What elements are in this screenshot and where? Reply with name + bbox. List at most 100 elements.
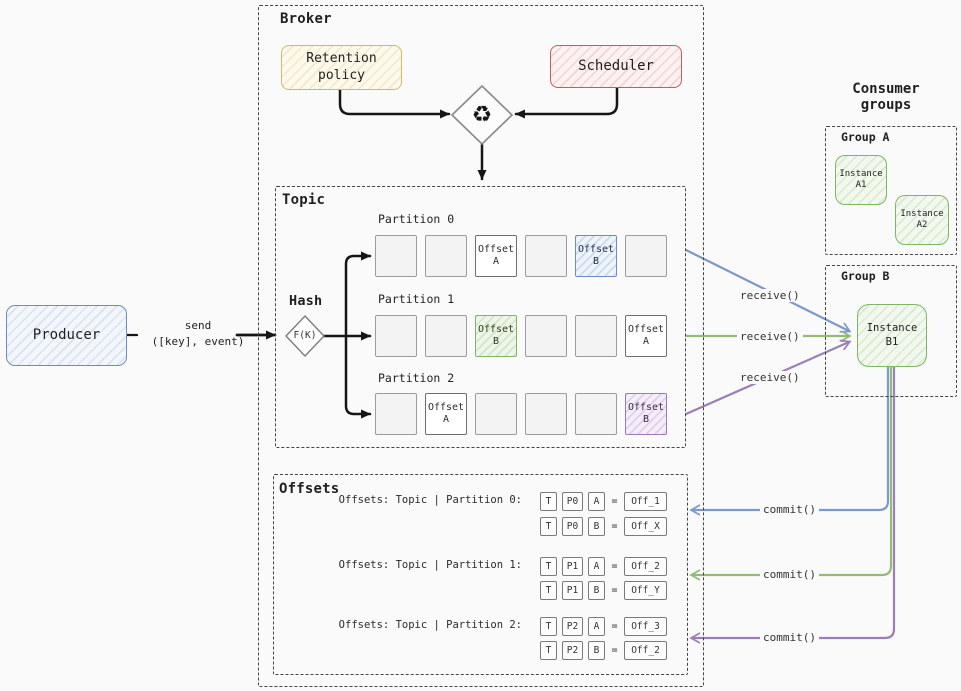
offset-b-marker-cell: Offset B [475,315,517,357]
offset-entry-row: T P2 B = Off_2 [540,640,667,660]
offset-consumer-cell: A [588,556,605,576]
dispatcher-diamond [450,84,514,146]
group-a-label: Group A [841,130,890,144]
message-cell [575,315,617,357]
recycle-icon: ♻ [471,102,493,128]
offsets-row-label-p0: Offsets: Topic | Partition 0: [338,494,522,506]
offset-value-cell: Off_2 [624,556,667,576]
message-cell [625,235,667,277]
retention-policy-label: Retention policy [306,51,377,83]
instance-a1-label: Instance A1 [839,168,883,190]
equals-sign: = [611,620,618,632]
instance-b1-label: Instance B1 [866,322,918,348]
offset-entry-row: T P1 B = Off_Y [540,580,667,600]
retention-to-dispatcher-arrow [338,85,451,119]
instance-a1-node: Instance A1 [835,155,887,205]
instance-b1-node: Instance B1 [857,304,927,367]
offset-topic-cell: T [540,616,557,636]
equals-sign: = [611,584,618,596]
message-cell [475,393,517,435]
equals-sign: = [611,520,618,532]
offset-partition-cell: P1 [562,580,583,600]
offset-b-marker-cell: Offset B [625,393,667,435]
offset-value-cell: Off_X [624,516,667,536]
offset-topic-cell: T [540,580,557,600]
hash-fn-diamond [285,314,325,358]
offsets-container [273,474,688,675]
hash-to-partition2-arrow [344,334,372,419]
message-cell [525,315,567,357]
message-cell [375,235,417,277]
receive-label-p0: receive() [737,289,803,302]
partition-1-row: Offset B Offset A [375,315,667,357]
offsets-row-label-p2: Offsets: Topic | Partition 2: [338,619,522,631]
partition-0-label: Partition 0 [378,212,455,226]
group-b-label: Group B [841,269,890,283]
commit-label-p0: commit() [760,503,819,516]
message-cell [375,315,417,357]
commit-edge-partition2 [689,364,896,644]
broker-container [258,5,704,687]
message-cell [575,393,617,435]
receive-label-p2: receive() [737,371,803,384]
commit-edge-partition0 [689,364,890,516]
offset-entry-row: T P0 B = Off_X [540,516,667,536]
offset-b-marker-cell: Offset B [575,235,617,277]
hash-title: Hash [289,293,323,309]
group-a-container [825,126,957,255]
offset-consumer-cell: B [588,580,605,600]
message-cell [425,315,467,357]
offsets-title: Offsets [279,481,340,497]
message-cell [525,393,567,435]
partition-1-label: Partition 1 [378,292,455,306]
hash-fn-label: F(K) [293,330,317,341]
offset-entry-row: T P2 A = Off_3 [540,616,667,636]
producer-node: Producer [6,305,127,366]
equals-sign: = [611,560,618,572]
receive-label-p1: receive() [737,330,803,343]
offset-topic-cell: T [540,556,557,576]
offset-consumer-cell: B [588,516,605,536]
offset-value-cell: Off_3 [624,616,667,636]
offset-consumer-cell: B [588,640,605,660]
message-cell [425,235,467,277]
send-call-line1: send [184,319,212,332]
offset-entry-row: T P0 A = Off_1 [540,491,667,511]
offset-a-marker-cell: Offset A [425,393,467,435]
offsets-row-label-p1: Offsets: Topic | Partition 1: [338,559,522,571]
group-b-container [825,265,957,397]
partition-2-label: Partition 2 [378,371,455,385]
equals-sign: = [611,495,618,507]
producer-label: Producer [32,326,101,343]
consumer-groups-title: Consumer groups [852,81,920,113]
message-cell [525,235,567,277]
partition-0-row: Offset A Offset B [375,235,667,277]
commit-edge-partition1 [689,364,893,581]
commit-label-p2: commit() [760,631,819,644]
offset-a-marker-cell: Offset A [625,315,667,357]
instance-a2-node: Instance A2 [895,195,949,245]
offset-partition-cell: P0 [562,516,583,536]
broker-title: Broker [280,11,332,27]
retention-policy-node: Retention policy [281,45,402,90]
offset-partition-cell: P1 [562,556,583,576]
scheduler-label: Scheduler [578,57,654,74]
send-call-label: send ([key], event) [138,318,258,350]
offset-partition-cell: P0 [562,491,583,511]
offset-partition-cell: P2 [562,640,583,660]
scheduler-to-dispatcher-arrow [514,84,619,119]
offset-a-marker-cell: Offset A [475,235,517,277]
commit-label-p1: commit() [760,568,819,581]
offset-value-cell: Off_2 [624,640,667,660]
topic-title: Topic [282,192,326,208]
offset-entry-row: T P1 A = Off_2 [540,556,667,576]
equals-sign: = [611,644,618,656]
offset-topic-cell: T [540,640,557,660]
offset-topic-cell: T [540,491,557,511]
instance-a2-label: Instance A2 [900,208,944,230]
offset-topic-cell: T [540,516,557,536]
partition-2-row: Offset A Offset B [375,393,667,435]
offset-value-cell: Off_Y [624,580,667,600]
offset-partition-cell: P2 [562,616,583,636]
